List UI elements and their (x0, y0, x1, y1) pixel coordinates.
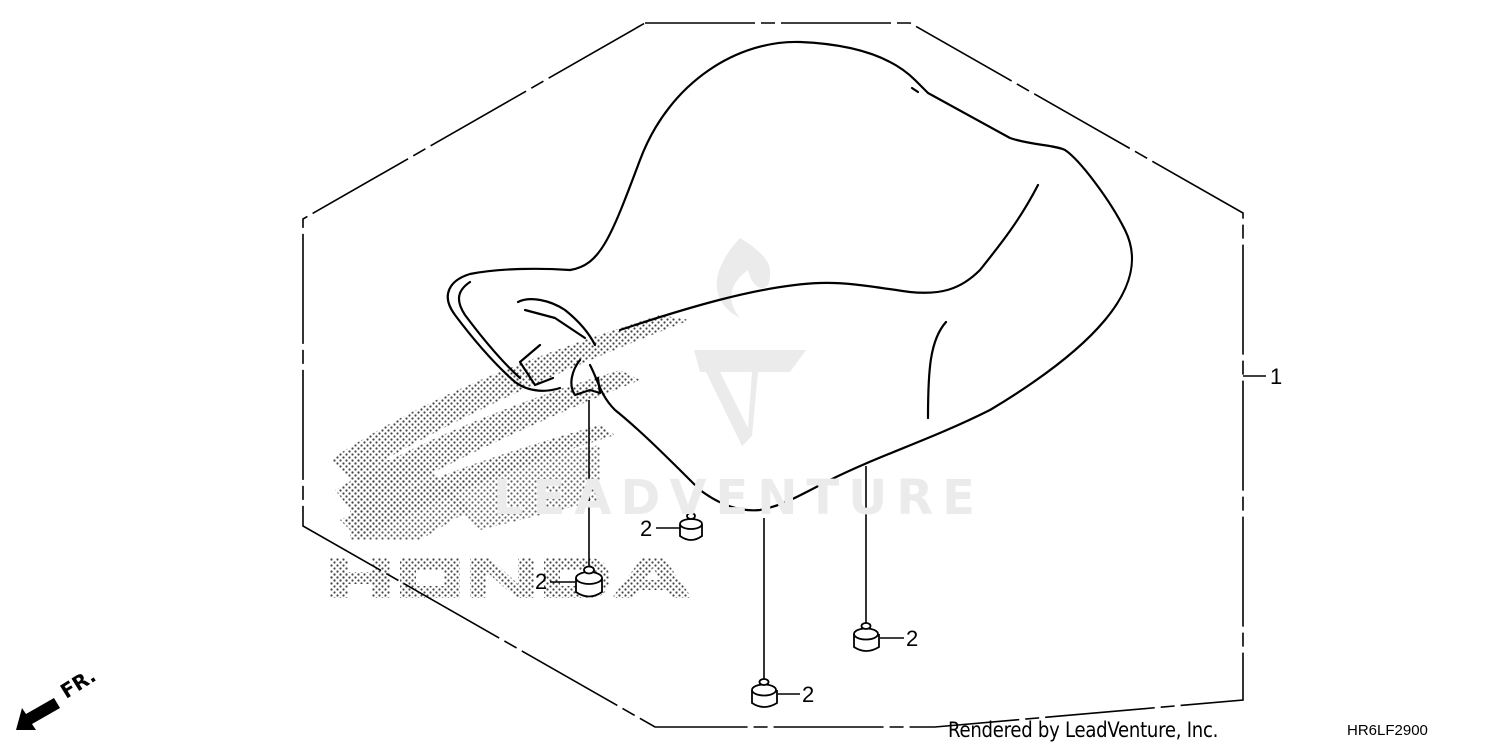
callout-2[interactable]: 2 (640, 516, 653, 541)
leadventure-watermark-logo (694, 238, 806, 446)
honda-letters (330, 558, 692, 598)
cushion-rubber-4 (751, 678, 778, 708)
honda-logo-halftone (330, 315, 692, 598)
assembly-boundary (302, 22, 1244, 728)
seat-assembly (446, 40, 1134, 512)
cushion-rubber-1 (679, 512, 703, 541)
render-credit: Rendered by LeadVenture, Inc. (948, 718, 1219, 742)
arrow-front-left-icon (16, 698, 60, 730)
cushion-rubber-2 (575, 565, 603, 598)
leader-lines (550, 375, 1266, 695)
callout-2[interactable]: 2 (535, 569, 548, 594)
callout-2[interactable]: 2 (906, 626, 919, 651)
cushion-rubber-3 (853, 622, 880, 652)
callout-1[interactable]: 1 (1270, 364, 1283, 389)
watermark-text: LEADVENTURE (493, 470, 984, 526)
callout-2[interactable]: 2 (802, 682, 815, 707)
diagram-code: HR6LF2900 (1347, 722, 1428, 739)
cushion-rubbers (575, 512, 880, 708)
